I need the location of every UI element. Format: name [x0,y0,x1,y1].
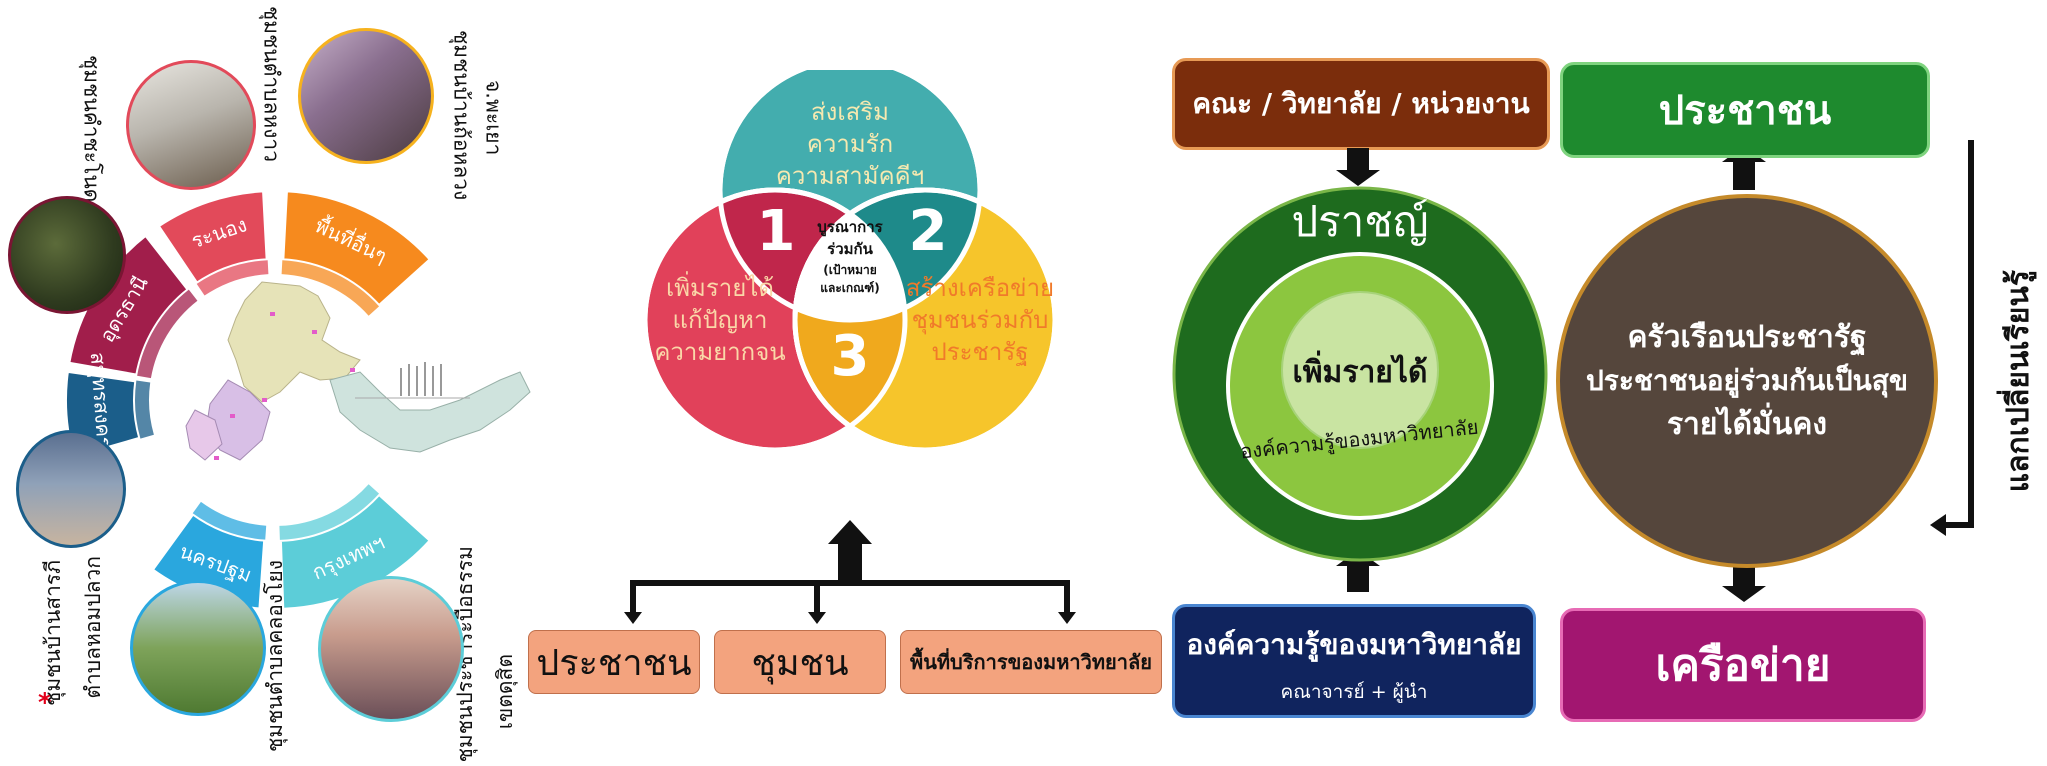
photo-khlongyong [130,580,266,716]
photo-saraphi [16,430,126,548]
venn-right-line1: สร้างเครือข่าย [906,274,1054,302]
community-label-ngao: ชุมชนตำบลหงาว [259,6,284,163]
knowledge-box: องค์ความรู้ของมหาวิทยาลัย คณาจารย์ + ผู้… [1172,604,1536,718]
state-circle-line3: รายได้มั่นคง [1666,407,1828,442]
venn-number-1: 1 [757,199,796,264]
community-label-khlongyong: ชุมชนตำบลคลองโยง [263,560,287,752]
thailand-map [185,281,531,461]
target-connector [624,520,1076,624]
increase-income-label: เพิ่มรายได้ [1293,350,1428,390]
venn-left-line3: ความยากจน [654,338,785,366]
venn-right-line2: ชุมชนร่วมกับ [912,306,1049,335]
venn-left-line2: แก้ปัญหา [673,306,768,334]
wheel-segment-samutsongkhram-band [135,380,154,439]
venn-top-line3: ความสามัคคีฯ [776,162,924,190]
wheel-segment-nakhonpathom-band [192,501,267,540]
venn-center [792,190,905,320]
photo-ngao [126,60,256,190]
venn-center-line4: และเกณฑ์) [820,281,879,295]
wheel-segment-other-band [281,260,380,316]
community-label-saraphi: ชุมชนบ้านสารภี [41,560,65,706]
exchange-learning-label: แลกเปลี่ยนเรียนรู้ [2001,270,2036,493]
community-label-dusit: เขตดุสิต [493,654,517,730]
people-box: ประชาชน [1560,62,1930,158]
state-circle-line2: ประชาชนอยู่ร่วมกันเป็นสุข [1586,364,1908,397]
venn-top-line1: ส่งเสริม [811,98,889,126]
venn-right-line3: ประชารัฐ [932,338,1029,366]
venn-number-2: 2 [909,199,948,264]
wheel-segment-udon-band [137,289,198,379]
target-area-box: พื้นที่บริการของมหาวิทยาลัย [900,630,1162,694]
photo-khamchanod [8,196,126,314]
venn-top-line2: ความรัก [807,130,893,158]
venn-center-line1: บูรณาการ [817,218,883,237]
province-wheel: ระนองพื้นที่อื่นๆอุดรธานีสมุทรสงครามนครป… [63,188,531,612]
wisdom-label: ปราชญ์ [1291,197,1428,246]
community-label-hompluak: ตำบลหอมปลวก [81,556,105,699]
venn-number-3: 3 [831,324,870,389]
target-people-box: ประชาชน [528,630,700,694]
community-label-tholuang: ชุมชนบ้านถ้อหลวง [449,30,474,201]
target-community-box: ชุมชน [714,630,886,694]
wheel-segment-ranong-band [196,260,269,296]
knowledge-box-sub: คณาจารย์ + ผู้นำ [1280,681,1428,703]
venn-diagram: ส่งเสริม ความรัก ความสามัคคีฯ เพิ่มรายได… [642,70,1058,453]
wisdom-circle: ปราชญ์ เพิ่มรายได้ องค์ความรู้ของมหาวิทย… [1172,186,1548,562]
community-state-circle: ครัวเรือนประชารัฐ ประชาชนอยู่ร่วมกันเป็น… [1556,194,1938,568]
state-circle-line1: ครัวเรือนประชารัฐ [1627,320,1867,355]
community-label-khamchanod: ชุมชนคำชะโนด [79,55,104,203]
wheel-segment-bangkok-band [279,484,380,540]
knowledge-box-title: องค์ความรู้ของมหาวิทยาลัย [1186,628,1522,661]
photo-tholuang [298,28,434,164]
network-box: เครือข่าย [1560,608,1926,722]
asterisk-marker: * [38,688,52,718]
venn-center-line3: (เป้าหมาย [823,263,877,277]
photo-prachara [318,576,464,722]
community-label-phayao: จ.พะเยา [481,80,506,156]
venn-left-line1: เพิ่มรายได้ [666,271,774,302]
venn-center-line2: ร่วมกัน [827,240,873,258]
faculty-box: คณะ / วิทยาลัย / หน่วยงาน [1172,58,1550,150]
